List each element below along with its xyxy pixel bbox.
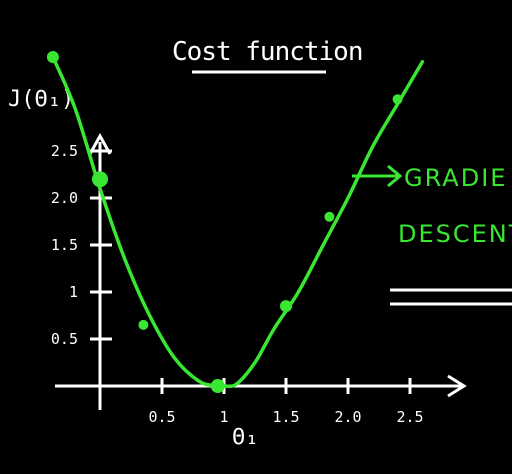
x-axis-label: Θ₁ [232,425,259,450]
x-tick-label: 1.5 [272,408,299,426]
curve-point [280,300,292,313]
y-tick-label: 2.0 [51,189,78,207]
y-tick-label: 0.5 [51,330,78,348]
y-ticks: 0.5 1 1.5 2.0 2.5 [51,142,112,348]
curve-point [92,171,108,188]
curve-point [138,319,149,330]
annotation-line-2: DESCENT [398,220,512,248]
curve-point [46,51,59,63]
x-tick-label: 2.5 [396,408,423,426]
annotation-arrow-head [387,164,403,188]
chart-title: Cost function [172,37,363,67]
x-axis-arrow [447,374,467,398]
y-axis-label: J(Θ₁) [8,87,74,112]
x-tick-label: 1 [219,408,228,426]
curve-points [46,51,403,393]
x-tick-label: 2.0 [334,408,361,426]
y-tick-label: 1.5 [51,236,78,254]
curve-point [392,94,403,105]
curve-point [210,379,225,393]
cost-curve-line [51,55,425,389]
y-tick-label: 1 [69,283,78,301]
y-tick-label: 2.5 [51,142,78,160]
x-ticks: 0.5 1 1.5 2.0 2.5 [148,378,424,426]
annotation-line-1: GRADIE [404,164,507,192]
curve-point [324,211,335,222]
y-axis-arrow [88,132,112,155]
x-tick-label: 0.5 [148,408,175,426]
